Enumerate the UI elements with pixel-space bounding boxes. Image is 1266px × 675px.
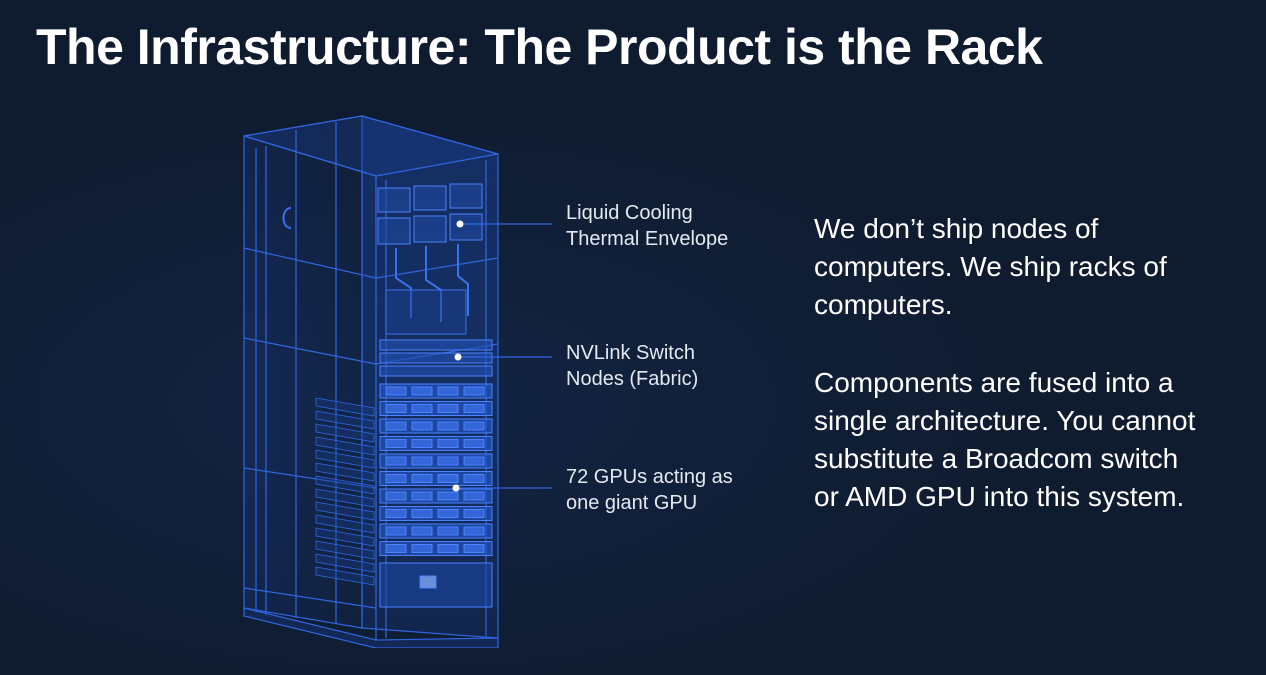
rack-slat <box>315 462 375 482</box>
gpu-module <box>463 456 485 466</box>
gpu-module <box>437 421 459 431</box>
slide-title: The Infrastructure: The Product is the R… <box>36 19 1043 75</box>
gpu-module <box>437 526 459 536</box>
rack-slat <box>315 488 375 508</box>
gpu-module <box>463 491 485 501</box>
rack-slat <box>315 540 375 560</box>
gpu-module <box>437 404 459 413</box>
rack-slat <box>315 449 375 469</box>
gpu-module <box>385 544 407 553</box>
gpu-module <box>437 491 459 501</box>
paragraph-line: computers. <box>814 289 953 320</box>
callout-line: one giant GPU <box>566 492 698 514</box>
gpu-module <box>411 544 433 553</box>
paragraph-line: computers. We ship racks of <box>814 251 1167 282</box>
rack-slat <box>315 501 375 521</box>
gpu-module <box>411 404 433 413</box>
gpu-module <box>411 491 433 501</box>
rack-slat <box>315 475 375 495</box>
gpu-module <box>385 456 407 466</box>
callout-line: NVLink Switch <box>566 342 695 364</box>
gpu-module <box>437 474 459 483</box>
gpu-module <box>385 386 407 396</box>
rack-slat <box>315 423 375 443</box>
paragraph-line: substitute a Broadcom switch <box>814 443 1179 474</box>
gpu-module <box>385 526 407 536</box>
paragraph-line: or AMD GPU into this system. <box>814 481 1185 512</box>
callout-line: Thermal Envelope <box>566 228 729 250</box>
gpu-module <box>437 386 459 396</box>
gpu-module <box>411 456 433 466</box>
rack-slat <box>315 436 375 456</box>
gpu-module <box>385 421 407 431</box>
paragraph-line: Components are fused into a <box>814 367 1174 398</box>
cooling-marker <box>456 220 464 228</box>
gpu-module <box>385 439 407 448</box>
rack-slat <box>315 410 375 430</box>
callout-line: Liquid Cooling <box>566 202 693 224</box>
gpu-module <box>385 509 407 518</box>
gpu-module <box>411 386 433 396</box>
gpu-module <box>463 439 485 448</box>
gpu-module <box>463 544 485 553</box>
gpu-module <box>385 474 407 483</box>
gpu-module <box>463 526 485 536</box>
gpu-module <box>437 509 459 518</box>
paragraph-line: We don’t ship nodes of <box>814 213 1099 244</box>
gpu-module <box>411 526 433 536</box>
rack-slat <box>315 514 375 534</box>
gpu-module <box>385 404 407 413</box>
gpu-module <box>411 439 433 448</box>
callout-gpus: 72 GPUs acting as one giant GPU <box>566 464 733 516</box>
callout-nvlink-switch: NVLink Switch Nodes (Fabric) <box>566 340 698 392</box>
gpu-module <box>437 439 459 448</box>
gpu-module <box>437 456 459 466</box>
gpu-module <box>411 509 433 518</box>
callout-liquid-cooling: Liquid Cooling Thermal Envelope <box>566 200 728 252</box>
rack-slat <box>315 527 375 547</box>
rack-slat <box>315 566 375 586</box>
gpu-module <box>437 544 459 553</box>
rack-slat <box>315 397 375 417</box>
gpu-module <box>463 474 485 483</box>
paragraph-nodes-vs-racks: We don’t ship nodes of computers. We shi… <box>814 210 1244 324</box>
gpu-module <box>411 474 433 483</box>
gpu-module <box>385 491 407 501</box>
gpu-marker <box>452 484 460 492</box>
gpu-module <box>463 386 485 396</box>
callout-line: 72 GPUs acting as <box>566 466 733 488</box>
paragraph-fused-architecture: Components are fused into a single archi… <box>814 364 1244 516</box>
gpu-module <box>463 509 485 518</box>
gpu-module <box>411 421 433 431</box>
paragraph-line: single architecture. You cannot <box>814 405 1196 436</box>
gpu-module <box>463 421 485 431</box>
gpu-module <box>463 404 485 413</box>
server-rack-illustration <box>243 115 552 648</box>
callout-line: Nodes (Fabric) <box>566 368 699 390</box>
rack-slat <box>315 553 375 573</box>
nvlink-marker <box>454 353 462 361</box>
